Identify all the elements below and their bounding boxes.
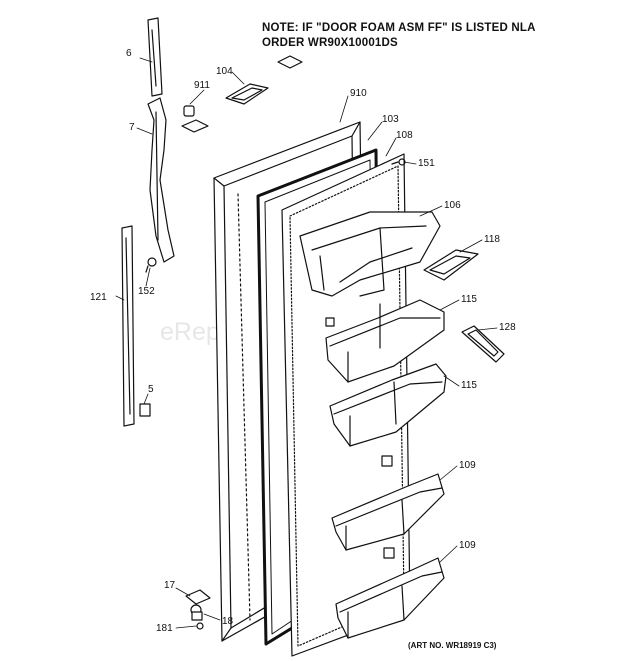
callout-910: 910 <box>350 88 367 99</box>
door-shelf-115-upper <box>325 299 445 383</box>
callout-109-upper: 109 <box>459 460 476 471</box>
part-118 <box>423 249 479 281</box>
callout-18: 18 <box>222 616 234 627</box>
handle-trim-121 <box>121 225 135 427</box>
part-911 <box>181 105 209 133</box>
dairy-bin-106 <box>299 211 441 297</box>
part-104-clip <box>277 55 303 69</box>
handle-top-cap <box>147 17 163 97</box>
callout-104: 104 <box>216 66 233 77</box>
callout-7: 7 <box>129 122 135 133</box>
callout-17: 17 <box>164 580 176 591</box>
callout-labels: 6 911 104 910 103 108 151 7 106 118 152 … <box>90 48 516 634</box>
callout-6: 6 <box>126 48 132 59</box>
door-shelf-115-lower <box>329 363 447 447</box>
callout-108: 108 <box>396 130 413 141</box>
callout-118: 118 <box>484 234 500 245</box>
callout-121: 121 <box>90 292 107 303</box>
callout-911: 911 <box>194 80 210 91</box>
screw-152 <box>145 257 157 273</box>
part-104 <box>225 83 269 105</box>
callout-152: 152 <box>138 286 155 297</box>
callout-128: 128 <box>499 322 516 333</box>
door-bin-109-lower <box>335 557 445 639</box>
callout-115-upper: 115 <box>461 294 477 305</box>
callout-181: 181 <box>156 623 173 634</box>
note-line-2: ORDER WR90X10001DS <box>262 37 398 49</box>
callout-103: 103 <box>382 114 399 125</box>
art-number: (ART NO. WR18919 C3) <box>408 641 497 650</box>
part-5 <box>139 403 151 417</box>
part-128 <box>461 325 505 363</box>
callout-151: 151 <box>418 158 435 169</box>
callout-106: 106 <box>444 200 461 211</box>
callout-5: 5 <box>148 384 154 395</box>
hinge-parts <box>185 589 211 630</box>
leader-lines <box>115 57 498 629</box>
door-handle <box>147 97 175 263</box>
liner-tabs <box>325 317 395 559</box>
callout-109-lower: 109 <box>459 540 476 551</box>
door-bin-109-upper <box>331 473 445 551</box>
note-line-1: NOTE: IF "DOOR FOAM ASM FF" IS LISTED NL… <box>262 22 536 34</box>
callout-115-lower: 115 <box>461 380 477 391</box>
